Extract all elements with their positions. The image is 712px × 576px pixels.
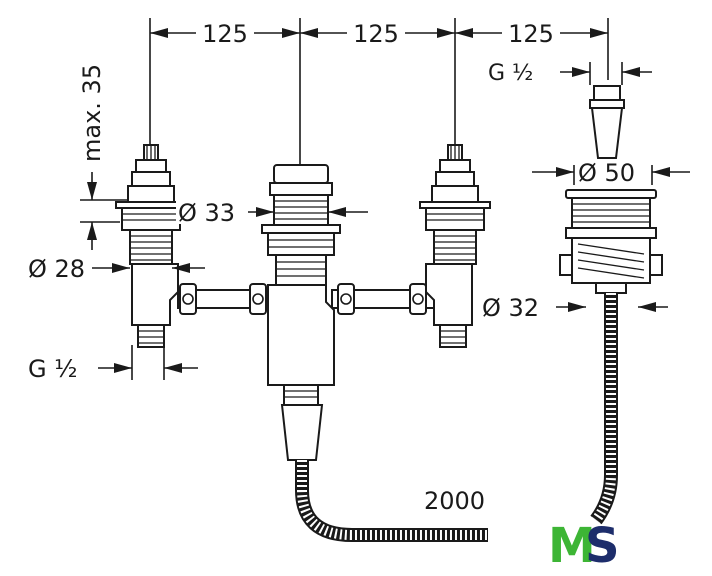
dimension-diameter-50: Ø 50 — [578, 159, 635, 187]
thread-left-dimension: G ½ — [28, 345, 198, 383]
dimension-diameter-32: Ø 32 — [482, 294, 539, 322]
dimension-diameter-28: Ø 28 — [28, 255, 85, 283]
dimension-hose-length: 2000 — [424, 487, 485, 515]
spout-assembly: G ½ Ø 50 Ø 32 — [482, 61, 690, 525]
connecting-pipes — [177, 283, 438, 315]
dimension-spacing-1: 125 — [202, 20, 248, 48]
logo-letter-s: S — [585, 518, 620, 574]
diameter-28-dimension: Ø 28 — [28, 255, 205, 283]
left-valve — [115, 144, 187, 348]
dimension-thread-left: G ½ — [28, 355, 78, 383]
dimension-spacing-2: 125 — [353, 20, 399, 48]
center-hose — [295, 460, 488, 542]
dimension-max-height: max. 35 — [78, 64, 106, 162]
ms-logo: M S — [548, 518, 620, 574]
dimension-thread-right: G ½ — [488, 61, 533, 86]
max-height-dimension: max. 35 — [78, 64, 135, 250]
center-diverter — [261, 164, 341, 461]
dimension-diameter-33: Ø 33 — [178, 199, 235, 227]
dimension-spacing-3: 125 — [508, 20, 554, 48]
logo-letter-m: M — [548, 518, 596, 574]
top-dimension-group: 125 125 125 — [149, 18, 609, 165]
right-valve — [419, 144, 491, 348]
diameter-33-dimension: Ø 33 — [176, 196, 368, 227]
